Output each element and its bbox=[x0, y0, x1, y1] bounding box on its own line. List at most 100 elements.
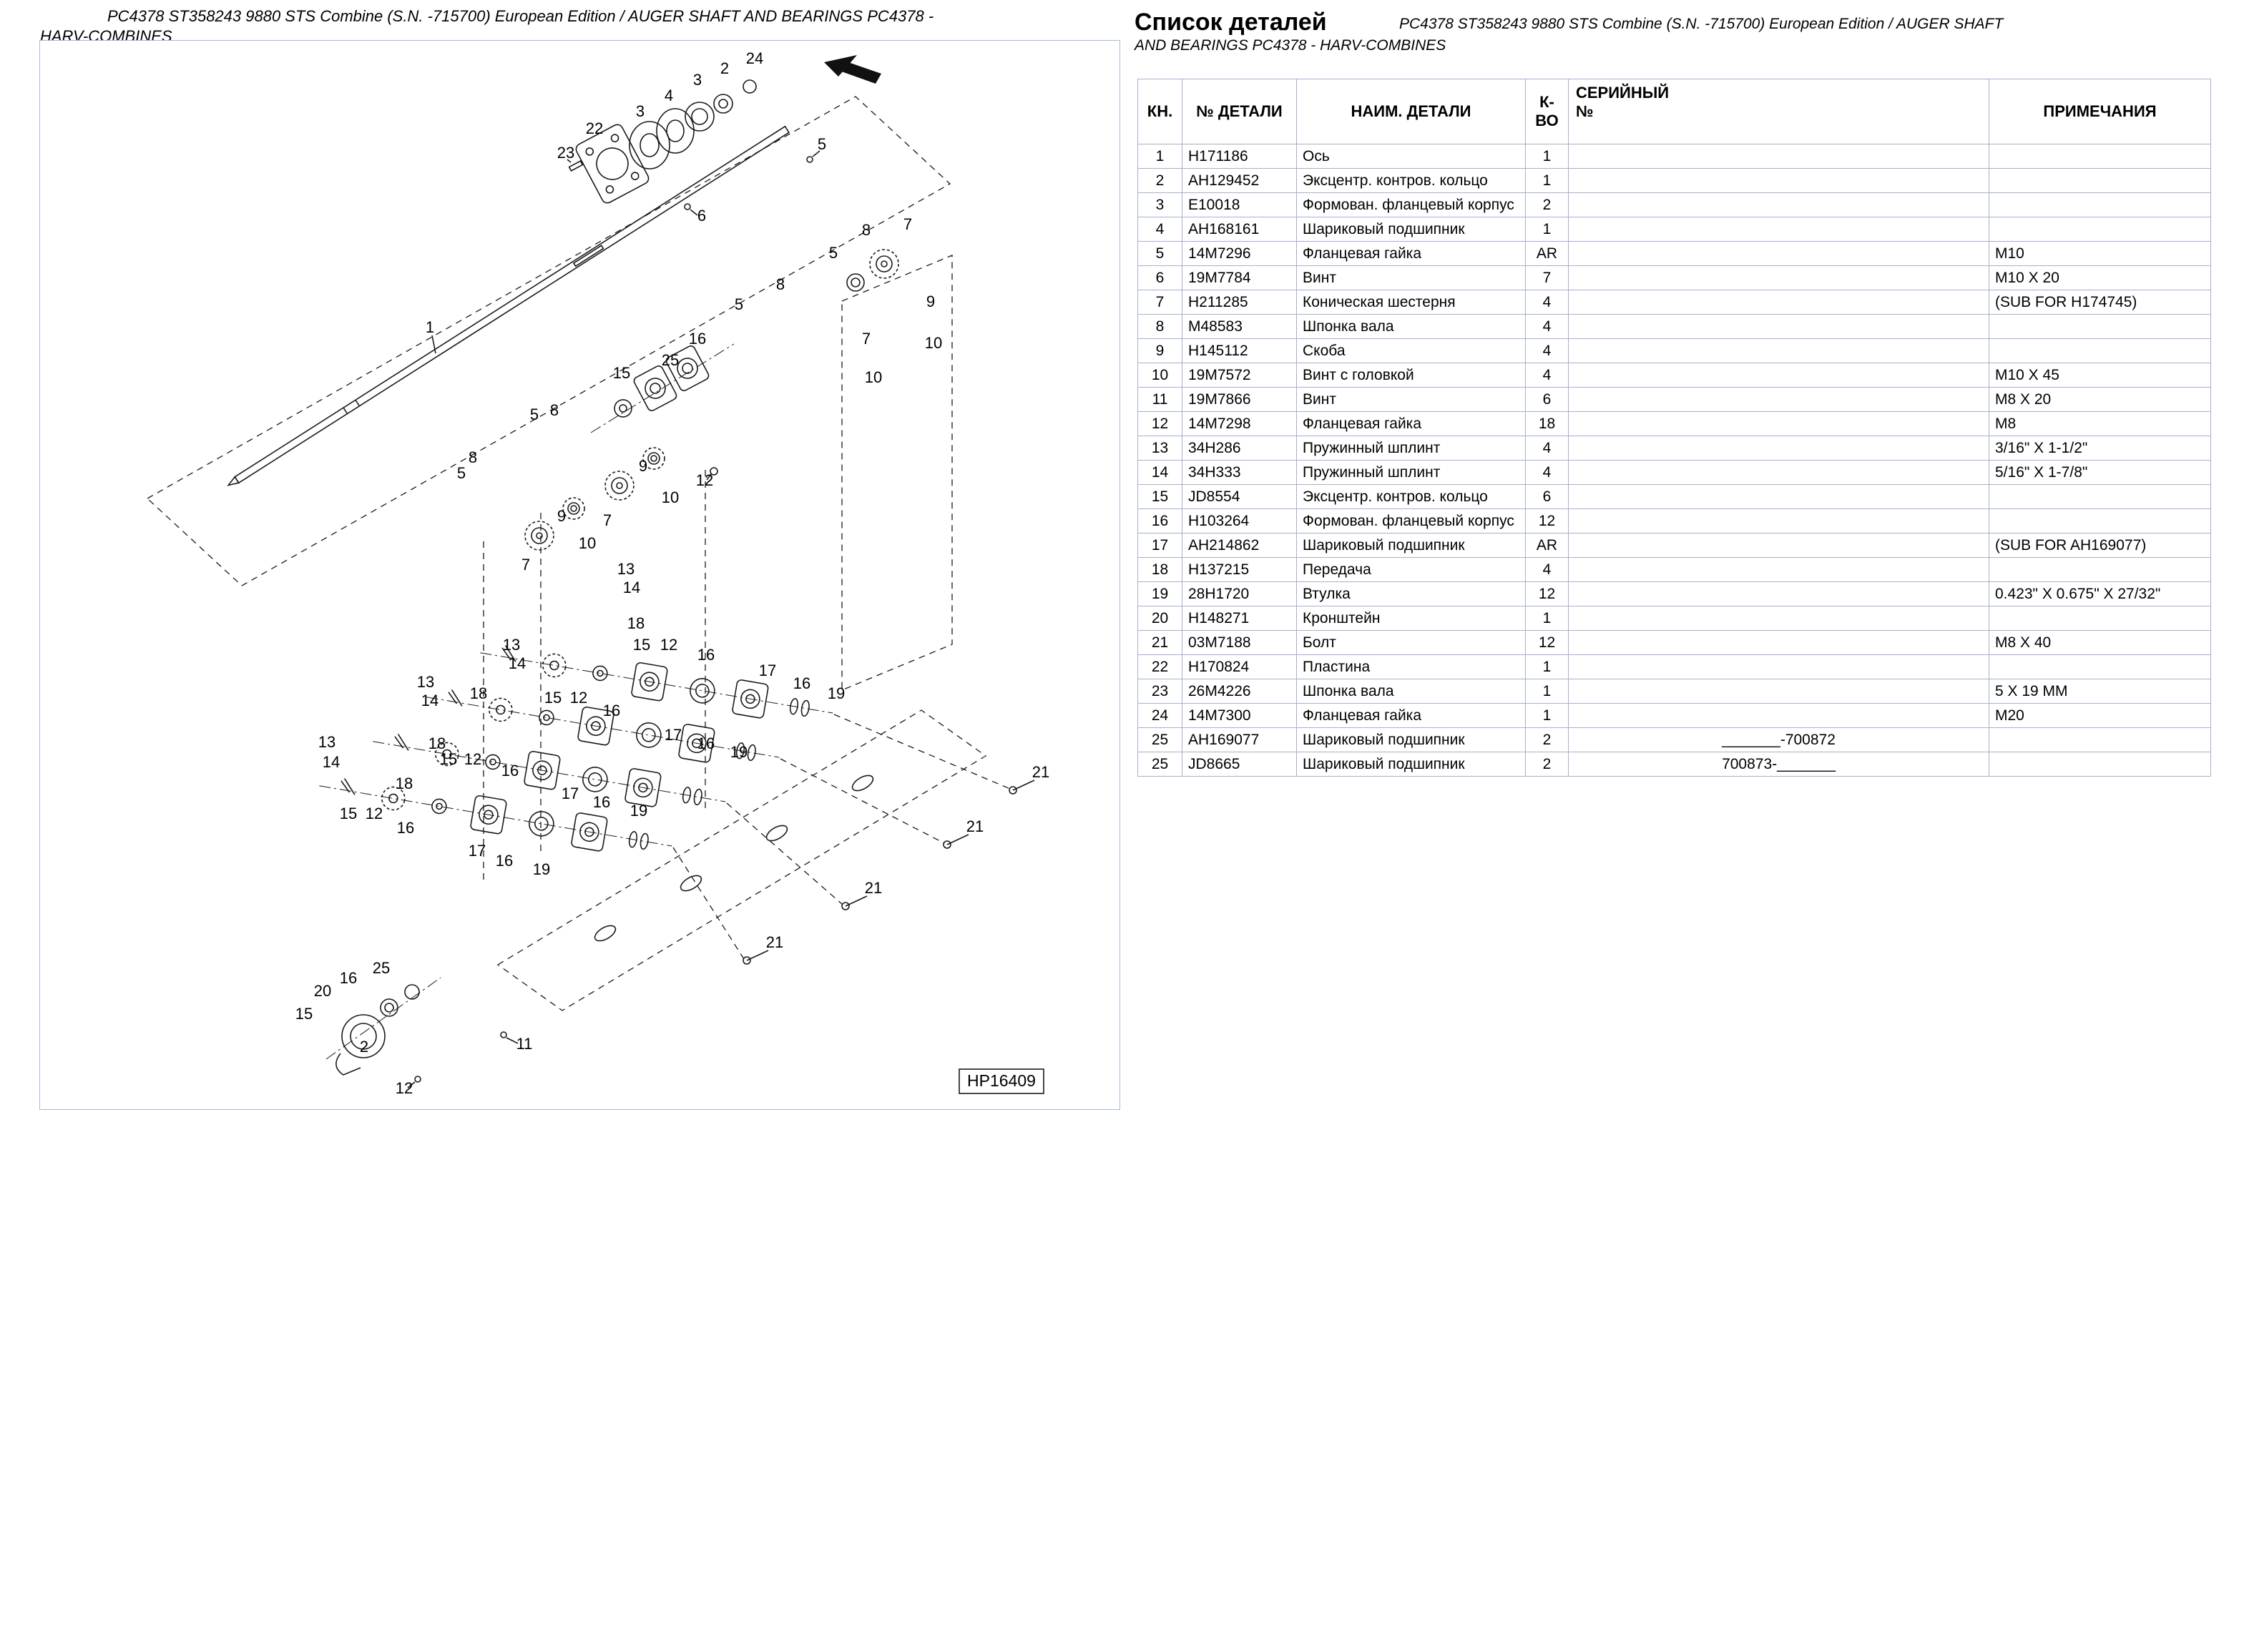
callout-number[interactable]: 13 bbox=[318, 733, 335, 751]
callout-number[interactable]: 10 bbox=[925, 334, 942, 352]
callout-number[interactable]: 7 bbox=[603, 511, 612, 529]
callout-number[interactable]: 12 bbox=[570, 689, 587, 707]
callout-number[interactable]: 5 bbox=[829, 244, 838, 262]
callout-number[interactable]: 8 bbox=[776, 275, 785, 293]
callout-number[interactable]: 19 bbox=[730, 743, 748, 761]
callout-number[interactable]: 5 bbox=[457, 464, 466, 482]
callout-number[interactable]: 2 bbox=[720, 59, 729, 77]
callout-number[interactable]: 15 bbox=[613, 364, 630, 382]
callout-number[interactable]: 15 bbox=[633, 636, 650, 654]
callout-number[interactable]: 16 bbox=[593, 793, 610, 811]
callout-number[interactable]: 16 bbox=[603, 702, 620, 719]
callout-number[interactable]: 2 bbox=[360, 1038, 368, 1056]
callout-number[interactable]: 21 bbox=[865, 879, 882, 897]
callout-number[interactable]: 20 bbox=[314, 982, 331, 1000]
callout-number[interactable]: 4 bbox=[665, 87, 673, 104]
callout-number[interactable]: 25 bbox=[373, 959, 390, 977]
callout-number[interactable]: 23 bbox=[557, 144, 574, 162]
callout-number[interactable]: 6 bbox=[697, 207, 706, 225]
callout-number[interactable]: 5 bbox=[530, 405, 539, 423]
callout-number[interactable]: 12 bbox=[396, 1079, 413, 1097]
callout-number[interactable]: 12 bbox=[464, 750, 481, 768]
callout-number[interactable]: 17 bbox=[665, 726, 682, 744]
callout-number[interactable]: 16 bbox=[689, 330, 706, 348]
callout-number[interactable]: 24 bbox=[746, 49, 763, 67]
callout-number[interactable]: 16 bbox=[793, 674, 810, 692]
callout-number[interactable]: 18 bbox=[470, 684, 487, 702]
callout-number[interactable]: 16 bbox=[697, 734, 715, 752]
callout-number[interactable]: 10 bbox=[865, 368, 882, 386]
callout-number[interactable]: 8 bbox=[469, 448, 477, 466]
callout-number[interactable]: 16 bbox=[340, 969, 357, 987]
callout-number[interactable]: 14 bbox=[421, 692, 438, 709]
callout-number[interactable]: 13 bbox=[617, 560, 635, 578]
callout-number[interactable]: 17 bbox=[562, 785, 579, 802]
callout-number[interactable]: 18 bbox=[396, 775, 413, 792]
callout-number[interactable]: 5 bbox=[735, 295, 743, 313]
callout-number[interactable]: 21 bbox=[966, 817, 984, 835]
callout-number[interactable]: 9 bbox=[557, 507, 566, 525]
callout-number[interactable]: 14 bbox=[509, 654, 526, 672]
callout-number[interactable]: 19 bbox=[828, 684, 845, 702]
callout-number[interactable]: 15 bbox=[295, 1005, 313, 1023]
callout-number[interactable]: 9 bbox=[926, 292, 935, 310]
callout-number[interactable]: 21 bbox=[1032, 763, 1049, 781]
callout-number[interactable]: 18 bbox=[428, 734, 446, 752]
callout-number[interactable]: 14 bbox=[623, 579, 640, 596]
callout-number[interactable]: 5 bbox=[818, 135, 826, 153]
callout-number[interactable]: 13 bbox=[503, 636, 520, 654]
callout-number[interactable]: 12 bbox=[660, 636, 677, 654]
callout-number[interactable]: 7 bbox=[862, 330, 871, 348]
callout-number[interactable]: 17 bbox=[469, 842, 486, 860]
callout-number[interactable]: 14 bbox=[323, 753, 340, 771]
callout-number[interactable]: 13 bbox=[417, 673, 434, 691]
callout-number[interactable]: 22 bbox=[586, 119, 603, 137]
callout-number[interactable]: 10 bbox=[662, 488, 679, 506]
callout-number[interactable]: 1 bbox=[426, 318, 434, 336]
callout-number[interactable]: 10 bbox=[579, 534, 596, 552]
callout-number[interactable]: 15 bbox=[440, 750, 457, 768]
callout-number[interactable]: 18 bbox=[627, 614, 645, 632]
callout-number[interactable]: 12 bbox=[696, 471, 713, 489]
callout-number[interactable]: 11 bbox=[516, 1035, 533, 1053]
callout-number[interactable]: 3 bbox=[636, 102, 645, 120]
callout-number[interactable]: 19 bbox=[533, 860, 550, 878]
callout-number[interactable]: 16 bbox=[397, 819, 414, 837]
callout-number[interactable]: 12 bbox=[366, 805, 383, 822]
callout-number[interactable]: 7 bbox=[521, 556, 530, 574]
callout-number[interactable]: 8 bbox=[550, 401, 559, 419]
callout-number[interactable]: 25 bbox=[662, 351, 679, 369]
callout-number[interactable]: 17 bbox=[759, 662, 776, 679]
callout-number[interactable]: 16 bbox=[501, 762, 519, 780]
callout-number[interactable]: 3 bbox=[693, 71, 702, 89]
callout-number[interactable]: 21 bbox=[766, 933, 783, 951]
callout-number[interactable]: 16 bbox=[697, 646, 715, 664]
callout-number[interactable]: 19 bbox=[630, 802, 647, 820]
callout-number[interactable]: 15 bbox=[340, 805, 357, 822]
callout-number[interactable]: 7 bbox=[903, 215, 912, 233]
